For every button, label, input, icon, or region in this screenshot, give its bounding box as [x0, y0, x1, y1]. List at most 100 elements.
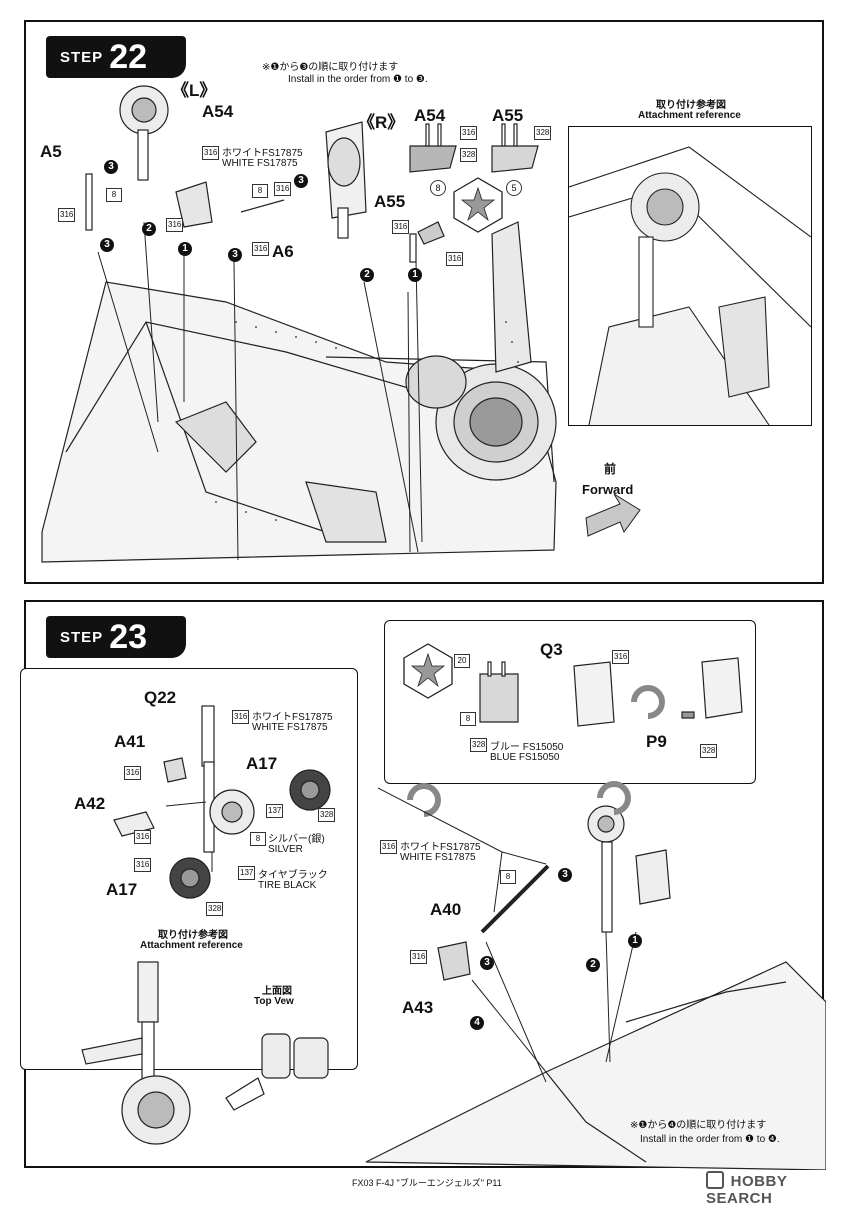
color-code-8: 8	[430, 180, 446, 196]
reference-title-en: Attachment reference	[140, 940, 243, 951]
color-code-316: 316	[134, 830, 152, 844]
door-subassembly-frame	[384, 620, 756, 784]
paint-white-jp: ホワイトFS17875	[222, 148, 303, 159]
part-a55-label: A55	[374, 192, 406, 211]
part-a6-label: A6	[272, 242, 294, 261]
color-code-8: 8	[106, 188, 122, 202]
top-view-en: Top Vew	[254, 996, 294, 1007]
step-number-3: 3	[294, 174, 308, 188]
reference-illustration	[568, 146, 812, 426]
color-code-316: 316	[58, 208, 76, 222]
color-code-316: 316	[166, 218, 184, 232]
paint-blue-jp: ブルー FS15050	[490, 742, 564, 753]
color-code-316: 316	[392, 220, 410, 234]
step-23-badge: STEP 23	[46, 616, 186, 658]
color-code-8: 8	[250, 832, 266, 846]
part-a41-label: A41	[114, 732, 146, 751]
attachment-reference-box	[568, 126, 812, 426]
step-number-3: 3	[104, 160, 118, 174]
color-code-316: 316	[380, 840, 398, 854]
color-code-316: 316	[252, 242, 270, 256]
step-23-panel: STEP 23	[20, 600, 826, 1170]
step-number-2: 2	[360, 268, 374, 282]
part-p9-label: P9	[646, 732, 667, 751]
side-right-label: 《R》	[358, 113, 405, 132]
step-22-illustration	[41, 85, 641, 563]
part-q3-label: Q3	[540, 640, 563, 659]
color-code-5: 5	[506, 180, 522, 196]
page-footer-caption: FX03 F-4J "ブルーエンジェルズ" P11	[352, 1178, 502, 1188]
paint-tire-en: TIRE BLACK	[258, 880, 317, 891]
step-number: 22	[109, 37, 148, 76]
part-a5-label: A5	[40, 142, 62, 161]
step-number-3: 3	[228, 248, 242, 262]
part-a17-top-label: A17	[246, 754, 278, 773]
part-a42-label: A42	[74, 794, 106, 813]
part-a54-detail-label: A54	[414, 106, 446, 125]
step-number: 23	[109, 617, 148, 656]
paint-blue-en: BLUE FS15050	[490, 752, 560, 763]
color-code-316: 316	[460, 126, 478, 140]
step-number-3: 3	[480, 956, 494, 970]
step-number-2: 2	[142, 222, 156, 236]
paint-silver-jp: シルバー(銀)	[268, 834, 325, 845]
order-note-jp: ※❶から❸の順に取り付けます	[262, 62, 399, 73]
color-code-137: 137	[238, 866, 256, 880]
step-word: STEP	[60, 628, 104, 646]
part-a54-label: A54	[202, 102, 234, 121]
paint-silver-en: SILVER	[268, 844, 303, 855]
color-code-316: 316	[446, 252, 464, 266]
color-code-328: 328	[470, 738, 488, 752]
forward-label-en: Forward	[582, 482, 634, 497]
order-note-jp: ※❶から❹の順に取り付けます	[630, 1120, 767, 1131]
paint-white-en: WHITE FS17875	[400, 852, 476, 863]
color-code-316: 316	[612, 650, 630, 664]
part-a43-label: A43	[402, 998, 434, 1017]
top-view-jp: 上面図	[262, 986, 292, 997]
part-a40-label: A40	[430, 900, 462, 919]
side-left-label: 《L》	[172, 81, 217, 100]
step-number-3: 3	[558, 868, 572, 882]
color-code-328: 328	[206, 902, 224, 916]
paint-white-en: WHITE FS17875	[222, 158, 298, 169]
step-number-3: 3	[100, 238, 114, 252]
color-code-20: 20	[454, 654, 470, 668]
color-code-328: 328	[460, 148, 478, 162]
color-code-328: 328	[534, 126, 552, 140]
step-number-1: 1	[178, 242, 192, 256]
part-a55-detail-label: A55	[492, 106, 524, 125]
part-a17-bottom-label: A17	[106, 880, 138, 899]
order-note-en: Install in the order from ❶ to ❹.	[640, 1134, 780, 1145]
color-code-316: 316	[274, 182, 292, 196]
color-code-8: 8	[460, 712, 476, 726]
step-22-badge: STEP 22	[46, 36, 186, 78]
part-q22-label: Q22	[144, 688, 177, 707]
step-number-4: 4	[470, 1016, 484, 1030]
hobby-search-logo-icon	[706, 1171, 724, 1189]
color-code-316: 316	[232, 710, 250, 724]
order-note-en: Install in the order from ❶ to ❸.	[288, 74, 428, 85]
step-23-illustration	[81, 643, 826, 1170]
color-code-8: 8	[252, 184, 268, 198]
forward-label-jp: 前	[604, 462, 617, 476]
paint-white-en: WHITE FS17875	[252, 722, 328, 733]
color-code-316: 316	[410, 950, 428, 964]
step-number-1: 1	[628, 934, 642, 948]
color-code-8: 8	[500, 870, 516, 884]
reference-title-jp: 取り付け参考図	[158, 930, 228, 941]
step-22-panel: STEP 22	[24, 20, 824, 584]
step-number-1: 1	[408, 268, 422, 282]
color-code-316: 316	[202, 146, 220, 160]
color-code-316: 316	[124, 766, 142, 780]
color-code-316: 316	[134, 858, 152, 872]
reference-title-en: Attachment reference	[638, 110, 741, 121]
paint-white-jp: ホワイトFS17875	[400, 842, 481, 853]
reference-title-jp: 取り付け参考図	[656, 100, 726, 111]
paint-white-jp: ホワイトFS17875	[252, 712, 333, 723]
color-code-137: 137	[266, 804, 284, 818]
step-number-2: 2	[586, 958, 600, 972]
color-code-328: 328	[318, 808, 336, 822]
watermark: HOBBY SEARCH	[706, 1171, 852, 1207]
color-code-328: 328	[700, 744, 718, 758]
step-word: STEP	[60, 48, 104, 66]
